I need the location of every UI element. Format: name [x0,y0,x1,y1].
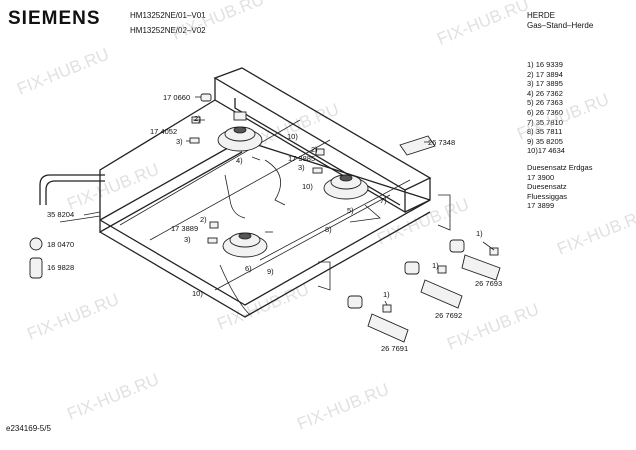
callout-26-7693: 26 7693 [475,279,502,288]
watermark: FIX-HUB.RU [14,45,111,99]
callout-10: 10) [287,132,298,141]
model-number-1: HM13252NE/01–V01 [130,11,206,20]
watermark: FIX-HUB.RU [514,90,611,144]
category-title: HERDE [527,11,556,20]
brand-logo: SIEMENS [8,8,101,29]
parts-list-item: 4) 26 7362 [527,88,563,98]
callout-2: 2) [311,145,318,154]
model-number-2: HM13252NE/02–V02 [130,26,206,35]
callout-17-3885: 17 3885 [288,154,315,163]
callout-2: 2) [194,114,201,123]
parts-list-item: 10)17 4634 [527,146,565,156]
watermark: FIX-HUB.RU [554,205,636,259]
callout-8: 8) [325,225,332,234]
parts-list: 1) 16 9339 2) 17 3894 3) 17 3895 4) 26 7… [527,60,565,156]
hob-frame [99,67,432,318]
callout-labels: 17 0660 2) 17 4052 3) 10) 4) 2) 17 3885 … [47,93,502,353]
burner-rear-left [217,111,263,152]
watermark: FIX-HUB.RU [444,300,541,354]
callout-1: 1) [476,229,483,238]
burner-rear-right [323,174,369,200]
callout-3: 3) [184,235,191,244]
gas-inlet-pipe [39,174,105,223]
watermark: FIX-HUB.RU [434,0,531,49]
callout-2: 2) [200,215,207,224]
burner-front-left [222,232,268,258]
callout-17-3889: 17 3889 [171,224,198,233]
watermark-layer: FIX-HUB.RU FIX-HUB.RU FIX-HUB.RU FIX-HUB… [14,0,636,434]
callout-17-0660: 17 0660 [163,93,190,102]
callout-17-4052: 17 4052 [150,127,177,136]
callout-7: 7) [380,196,387,205]
parts-list-item: 8) 35 7811 [527,127,563,137]
nozzle-set-line: 17 3900 [527,172,555,182]
callout-6: 6) [245,264,252,273]
gas-taps [347,239,501,343]
parts-list-item: 1) 16 9339 [527,60,563,69]
watermark: FIX-HUB.RU [24,290,121,344]
watermark: FIX-HUB.RU [64,370,161,424]
parts-list-item: 9) 35 8205 [527,136,563,146]
callout-35-8204: 35 8204 [47,210,74,219]
callout-18-0470: 18 0470 [47,240,74,249]
parts-list-item: 6) 26 7360 [527,107,563,117]
callout-16-9828: 16 9828 [47,263,74,272]
callout-26-7692: 26 7692 [435,311,462,320]
callout-10: 10) [192,289,203,298]
watermark: FIX-HUB.RU [169,0,266,44]
callout-1: 1) [432,261,439,270]
callout-3: 3) [298,163,305,172]
parts-list-item: 7) 35 7810 [527,117,563,127]
callout-26-7348: 26 7348 [428,138,455,147]
callout-1: 1) [383,290,390,299]
category-subtitle: Gas–Stand–Herde [527,21,594,30]
callout-26-7691: 26 7691 [381,344,408,353]
nozzle-set-line: Duesensatz [527,182,567,192]
parts-list-item: 2) 17 3894 [527,69,563,79]
callout-4: 4) [236,156,243,165]
nozzle-set-line: Duesensatz Erdgas [527,163,593,172]
parts-list-item: 5) 26 7363 [527,98,563,108]
leader-lines [83,96,495,306]
callout-5: 5) [347,206,354,215]
watermark: FIX-HUB.RU [294,380,391,434]
nozzle-set-line: 17 3899 [527,201,555,211]
parts-list-item: 3) 17 3895 [527,79,563,89]
drawing-reference: e234169-5/5 [6,424,51,433]
small-parts [29,93,451,291]
nozzle-set-line: Fluessiggas [527,191,568,201]
callout-9: 9) [267,267,274,276]
callout-10: 10) [302,182,313,191]
thermocouple-wires [219,159,381,316]
nozzle-set-list: Duesensatz Erdgas 17 3900 Duesensatz Flu… [527,163,592,211]
callout-3: 3) [176,137,183,146]
